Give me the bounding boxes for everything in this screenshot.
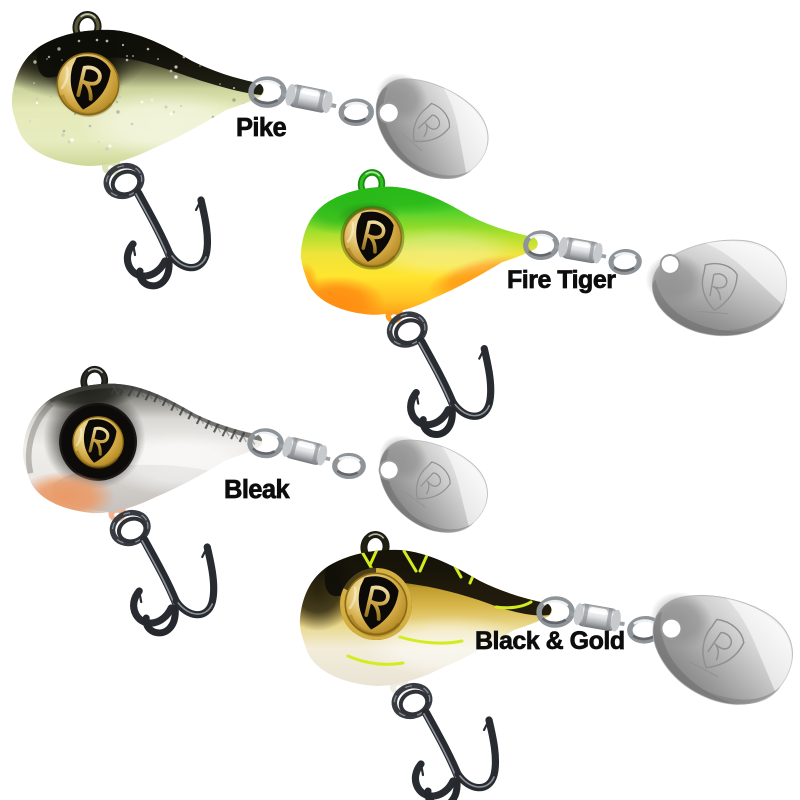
svg-text:Pike: Pike bbox=[236, 114, 286, 142]
svg-text:Fire Tiger: Fire Tiger bbox=[507, 266, 616, 294]
svg-text:Bleak: Bleak bbox=[224, 476, 290, 504]
svg-text:Black & Gold: Black & Gold bbox=[475, 627, 625, 655]
